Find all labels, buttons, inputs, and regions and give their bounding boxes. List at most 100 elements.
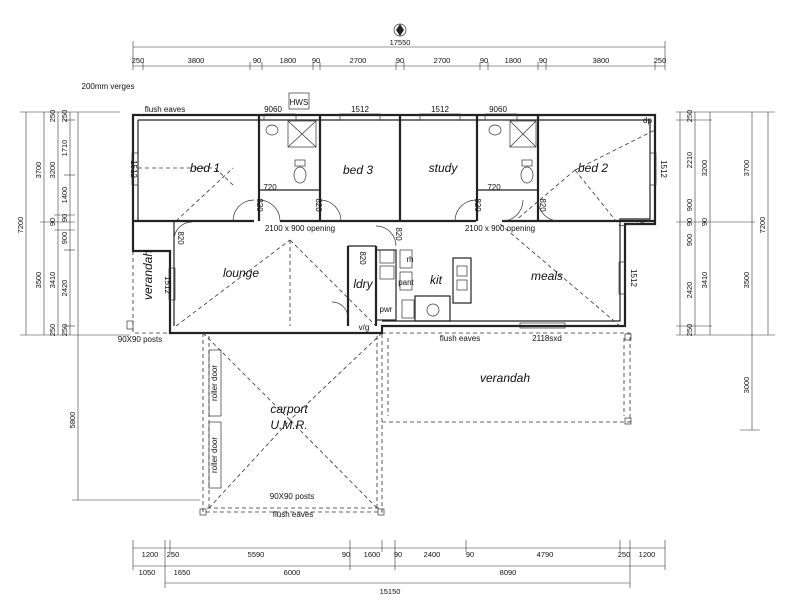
dim-top-4: 90 <box>312 56 320 65</box>
dim-right-verandah: 3000 <box>742 377 751 394</box>
dim-left-c4: 900 <box>60 232 69 245</box>
dim-left-c0: 250 <box>60 110 69 123</box>
dim-bottom-r1-3: 90 <box>342 550 350 559</box>
dim-left-c1: 1710 <box>60 140 69 157</box>
room-label-meals: meals <box>531 269 563 283</box>
dim-left-b1: 3200 <box>48 162 57 179</box>
dim-right-c4: 900 <box>685 234 694 247</box>
posts-bottom-label: 90X90 posts <box>270 492 314 501</box>
dim-right-c2: 900 <box>685 199 694 212</box>
dim-top-7: 2700 <box>434 56 451 65</box>
dim-top-5: 2700 <box>350 56 367 65</box>
ensuite-fixtures <box>265 120 537 184</box>
dim-left-b2: 90 <box>48 218 57 226</box>
window-1512-right: 1512 <box>659 160 668 178</box>
window-1512-meals: 1512 <box>629 269 638 287</box>
dim-bottom-overall: 15150 <box>380 587 401 596</box>
rh-label: rh <box>406 255 413 264</box>
opening-left-label: 2100 x 900 opening <box>265 224 335 233</box>
dim-right-a1: 3500 <box>742 272 751 289</box>
dim-bottom-r1-7: 90 <box>466 550 474 559</box>
door-820-f: 820 <box>394 227 403 241</box>
dim-right-overall: 7200 <box>758 217 767 234</box>
room-label-verandah-side: verandah <box>141 250 155 300</box>
dim-top-1: 3800 <box>188 56 205 65</box>
dim-bottom-r1-1: 250 <box>167 550 180 559</box>
dim-left-c2: 1400 <box>60 187 69 204</box>
opening-right-label: 2100 x 900 opening <box>465 224 535 233</box>
right-dimensions: 250 2210 900 90 900 2420 250 3200 90 341… <box>676 110 775 431</box>
dim-left-b3: 3410 <box>48 272 57 289</box>
dim-right-b2: 3410 <box>700 272 709 289</box>
dim-bottom-r2-2: 6000 <box>284 568 301 577</box>
vg-label: v/g <box>359 323 370 332</box>
windows <box>131 92 657 301</box>
window-9060-a: 9060 <box>264 105 282 114</box>
dim-top-8: 90 <box>480 56 488 65</box>
dim-left-b4: 250 <box>48 324 57 337</box>
dim-right-c5: 2420 <box>685 282 694 299</box>
door-820-g: 820 <box>358 251 367 265</box>
dim-top-12: 250 <box>654 56 667 65</box>
dim-top-9: 1800 <box>505 56 522 65</box>
room-label-lounge: lounge <box>223 266 259 280</box>
door-820-c: 820 <box>473 198 482 212</box>
room-label-carport: carport <box>270 402 308 416</box>
room-label-bed-3: bed 3 <box>343 163 373 177</box>
door-820-e: 820 <box>176 231 185 245</box>
door-820-a: 820 <box>255 198 264 212</box>
flush-eaves-mid-label: flush eaves <box>440 334 480 343</box>
dim-right-c6: 250 <box>685 324 694 337</box>
dim-bottom-r1-9: 250 <box>618 550 631 559</box>
dim-left-b0: 250 <box>48 110 57 123</box>
room-label-verandah-rear: verandah <box>480 371 530 385</box>
room-label-study: study <box>429 161 459 175</box>
dim-bottom-r1-4: 1600 <box>364 550 381 559</box>
top-dimensions: 17550 250 3800 90 1800 90 2700 90 2700 9… <box>132 38 667 70</box>
dim-left-c6: 250 <box>60 324 69 337</box>
roller-door-bottom-label: roller door <box>210 437 219 473</box>
left-dimensions: 7200 5800 3700 3500 250 3200 90 3410 250… <box>16 110 200 501</box>
door-720-a: 720 <box>263 183 277 192</box>
dim-top-10: 90 <box>539 56 547 65</box>
dim-top-6: 90 <box>396 56 404 65</box>
house-walls <box>131 113 657 335</box>
pwr-label: pwr <box>380 305 393 314</box>
dim-bottom-r1-10: 1200 <box>639 550 656 559</box>
pant-label: pant <box>398 278 414 287</box>
dim-bottom-r1-6: 2400 <box>424 550 441 559</box>
window-9060-b: 9060 <box>489 105 507 114</box>
room-label-ldry: ldry <box>353 277 373 291</box>
dim-bottom-r2-0: 1050 <box>139 568 156 577</box>
room-label-bed-1: bed 1 <box>190 161 220 175</box>
dim-bottom-r2-1: 1650 <box>174 568 191 577</box>
roof-lines <box>138 129 656 327</box>
dim-bottom-r1-5: 90 <box>394 550 402 559</box>
carport <box>199 332 385 516</box>
hws-label: HWS <box>290 98 309 107</box>
flush-eaves-top-label: flush eaves <box>145 105 185 114</box>
dim-right-c1: 2210 <box>685 152 694 169</box>
room-labels: bed 1 bed 3 study bed 2 lounge ldry kit … <box>141 161 608 432</box>
room-label-kit: kit <box>430 273 443 287</box>
dim-bottom-r2-3: 8090 <box>500 568 517 577</box>
bottom-dimensions: 1200 250 5590 90 1600 90 2400 90 4790 25… <box>132 540 666 596</box>
dim-right-b0: 3200 <box>700 160 709 177</box>
sxd-label: 2118sxd <box>532 334 562 343</box>
dim-top-3: 1800 <box>280 56 297 65</box>
roller-door-top-label: roller door <box>210 365 219 401</box>
flush-eaves-bottom-label: flush eaves <box>273 510 313 519</box>
room-label-umr: U.M.R. <box>270 418 307 432</box>
dim-right-a0: 3700 <box>742 160 751 177</box>
dp-label: dp <box>643 116 652 125</box>
posts-left-label: 90X90 posts <box>118 335 162 344</box>
dim-bottom-r1-0: 1200 <box>142 550 159 559</box>
dim-left-c5: 2420 <box>60 280 69 297</box>
dim-top-overall: 17550 <box>390 38 411 47</box>
door-820-b: 820 <box>314 198 323 212</box>
door-swings <box>173 199 560 319</box>
dim-top-0: 250 <box>132 56 145 65</box>
dim-right-b1: 90 <box>700 218 709 226</box>
window-1512-a: 1512 <box>351 105 369 114</box>
